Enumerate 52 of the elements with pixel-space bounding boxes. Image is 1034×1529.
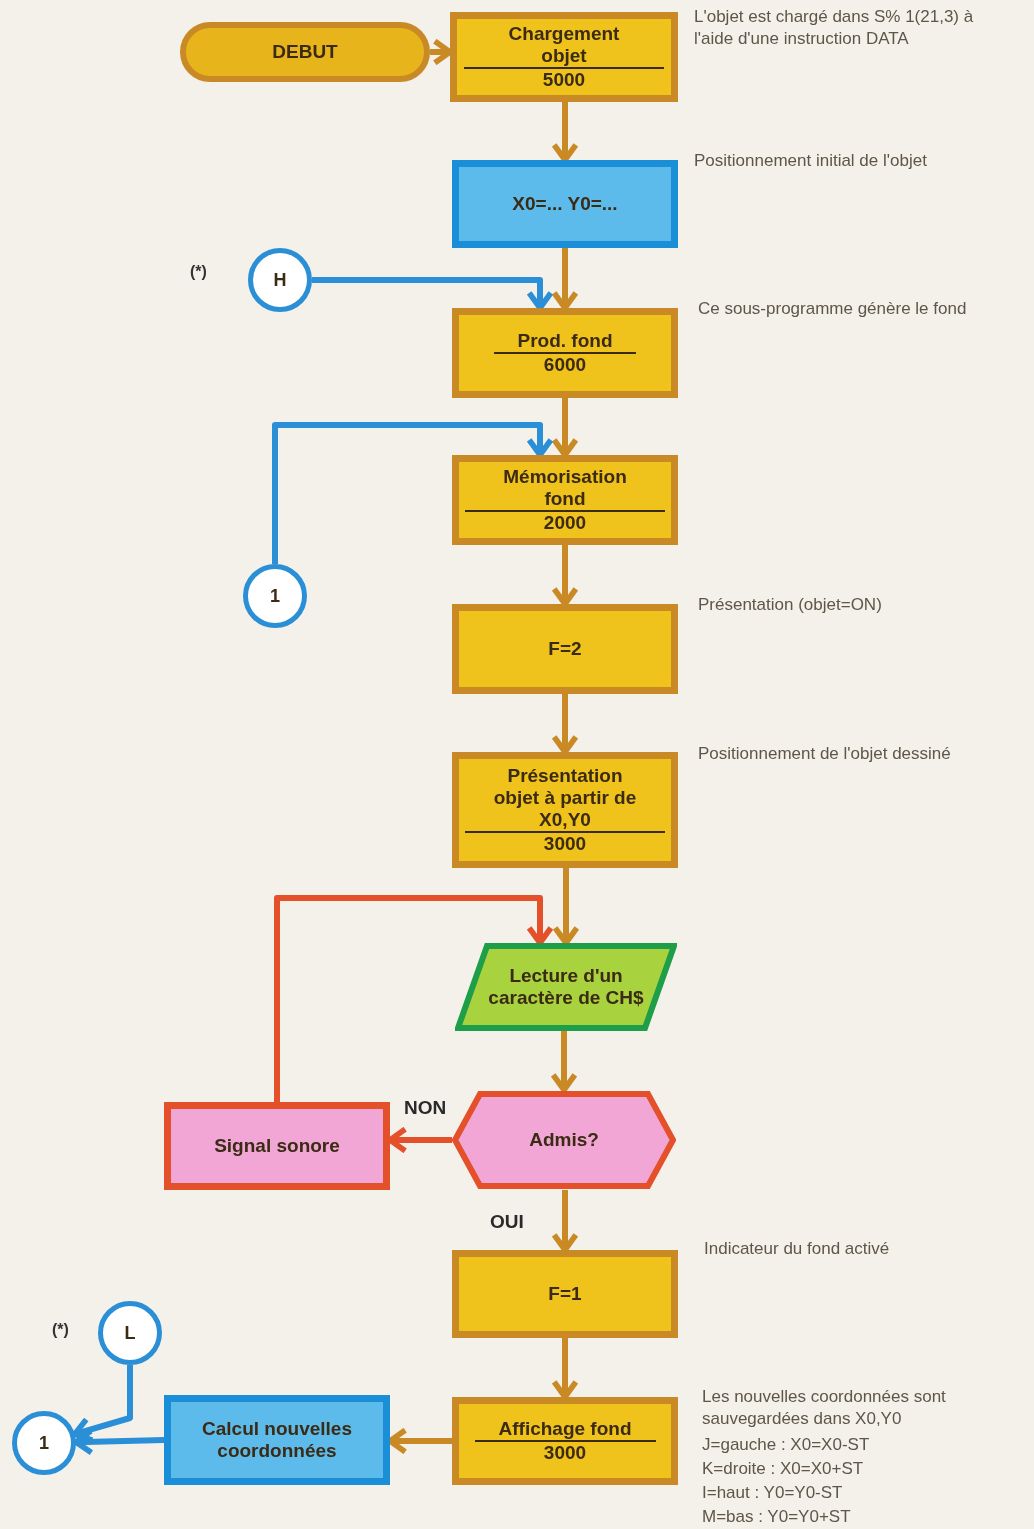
- input-parallelogram: [455, 943, 677, 1031]
- box-label: X0=... Y0=...: [512, 193, 618, 215]
- box-label: Lecture d'un caractère de CH$: [487, 965, 645, 1009]
- annotation-text: Présentation (objet=ON): [698, 594, 883, 616]
- process-box: [452, 308, 678, 398]
- box-label: 3000: [543, 832, 587, 855]
- arrow: [272, 422, 554, 564]
- annotation-text: K=droite : X0=X0+ST: [702, 1458, 865, 1480]
- box-label: H: [273, 269, 287, 291]
- arrow: [552, 868, 580, 946]
- process-box: [452, 1250, 678, 1338]
- box-label: Calcul nouvelles coordonnées: [201, 1418, 353, 1462]
- process-box: [164, 1395, 390, 1485]
- box-label: F=2: [548, 638, 582, 660]
- annotation-text: Indicateur du fond activé: [704, 1238, 891, 1260]
- box-label: Affichage fond: [474, 1418, 656, 1442]
- box-label: Présentation objet à partir de X0,Y0: [465, 765, 665, 833]
- box-label: 2000: [543, 511, 587, 534]
- box-label: 5000: [542, 68, 586, 91]
- box-label: Admis?: [529, 1129, 599, 1151]
- box-label: 1: [270, 585, 280, 607]
- box-label: Mémorisation fond: [465, 466, 665, 512]
- decision-hexagon: [452, 1090, 676, 1190]
- annotation-text: Les nouvelles coordonnées sont sauvegardées dans X0,Y0: [702, 1386, 947, 1431]
- footnote-mark: (*): [190, 262, 208, 282]
- process-box: [452, 1397, 678, 1485]
- annotation-text: J=gauche : X0=X0-ST: [702, 1434, 871, 1456]
- box-label: 3000: [543, 1442, 587, 1464]
- box-label: 1: [39, 1432, 49, 1454]
- box-label: Signal sonore: [214, 1135, 340, 1157]
- arrow: [550, 1031, 578, 1093]
- annotation-text: Ce sous-programme génère le fond: [698, 298, 968, 320]
- box-label: Chargement objet: [464, 23, 664, 69]
- annotation-text: M=bas : Y0=Y0+ST: [702, 1506, 852, 1528]
- box-label: Prod. fond: [493, 330, 637, 354]
- box-label: DEBUT: [272, 41, 338, 63]
- annotation-text: L'objet est chargé dans S% 1(21,3) à l'aide d'une instruction DATA: [694, 6, 975, 51]
- process-box: [452, 752, 678, 868]
- annotation-text: I=haut : Y0=Y0-ST: [702, 1482, 844, 1504]
- process-box: [452, 604, 678, 694]
- start-terminal: [180, 22, 430, 82]
- process-box: [164, 1102, 390, 1190]
- process-box: [452, 160, 678, 248]
- process-box: [450, 12, 678, 102]
- annotation-text: Positionnement initial de l'objet: [694, 150, 928, 172]
- annotation-text: Positionnement de l'objet dessiné: [698, 743, 952, 765]
- box-label: F=1: [548, 1283, 582, 1305]
- box-label: 6000: [543, 354, 587, 376]
- process-box: [452, 455, 678, 545]
- arrow: [274, 895, 554, 1102]
- box-label: L: [124, 1322, 136, 1344]
- footnote-mark: (*): [52, 1320, 70, 1340]
